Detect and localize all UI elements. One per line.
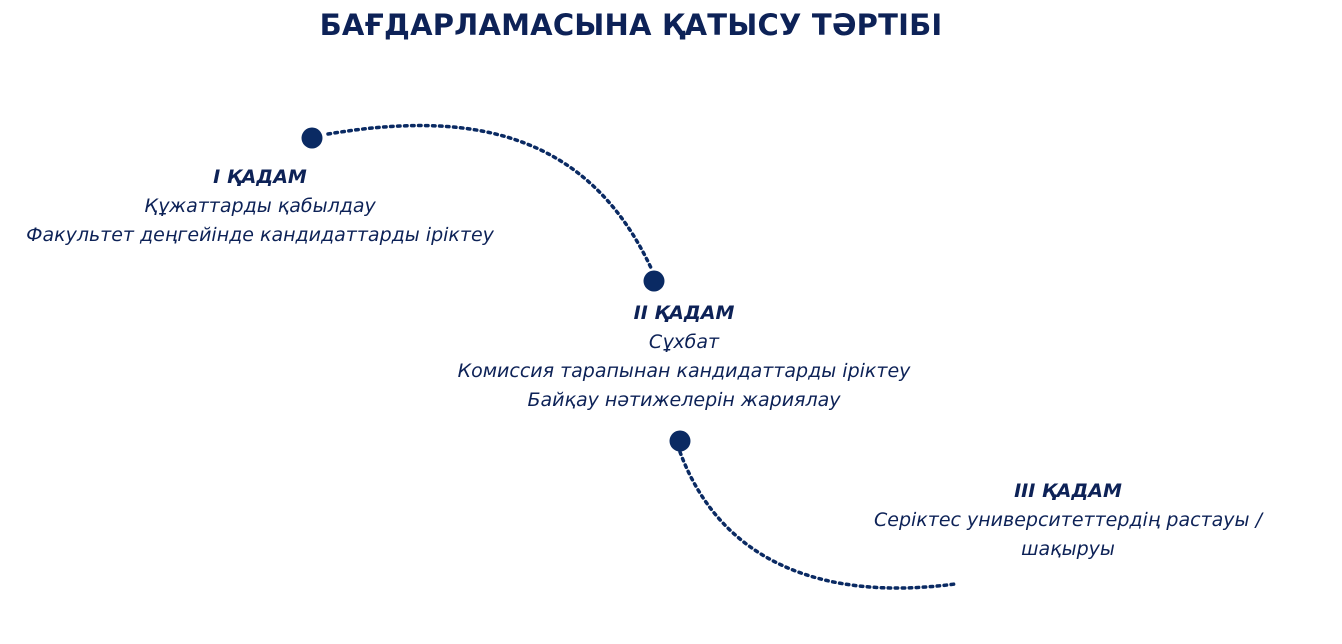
step-1-heading: І ҚАДАМ (213, 166, 307, 188)
step-1-marker (301, 127, 323, 149)
step-2-line-3: Байқау нәтижелерін жариялау (527, 389, 841, 411)
step-2-marker (643, 270, 665, 292)
step-3-line-1: Серіктес университеттердің растауы / шақ… (874, 509, 1262, 560)
step-2-heading: ІІ ҚАДАМ (633, 302, 735, 324)
connector-step1-step2 (326, 123, 654, 272)
step-1-line-1: Құжаттарды қабылдау (144, 195, 376, 217)
step-2-line-1: Сұхбат (648, 331, 720, 353)
step-3-heading: ІІІ ҚАДАМ (1014, 480, 1122, 502)
page-title: БАҒДАРЛАМАСЫНА ҚАТЫСУ ТӘРТІБІ (319, 8, 943, 42)
step-1-line-2: Факультет деңгейінде кандидаттарды ірікт… (26, 224, 494, 246)
step-1: І ҚАДАМ Құжаттарды қабылдау Факультет де… (0, 163, 520, 250)
step-2-end-marker (669, 430, 691, 452)
step-2-line-2: Комиссия тарапынан кандидаттарды іріктеу (457, 360, 911, 382)
step-2: ІІ ҚАДАМ Сұхбат Комиссия тарапынан канди… (424, 299, 944, 415)
step-3: ІІІ ҚАДАМ Серіктес университеттердің рас… (844, 477, 1292, 564)
connector-step2-step3 (678, 450, 957, 590)
